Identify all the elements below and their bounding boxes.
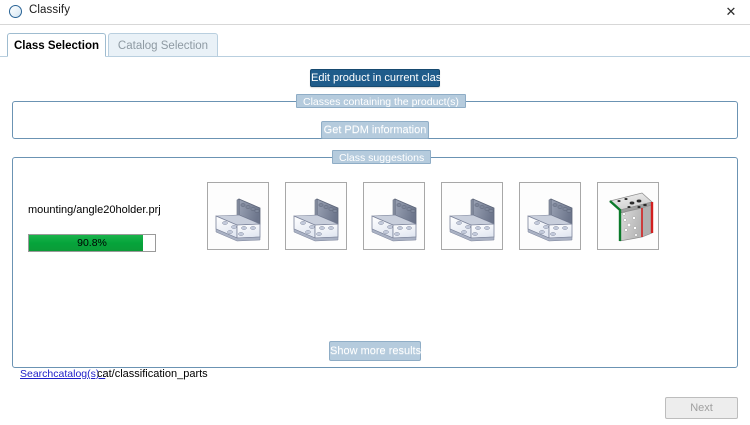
tab-strip-underline (0, 56, 750, 57)
next-button[interactable]: Next (665, 397, 738, 419)
dialog-content: Edit product in current class Classes co… (0, 57, 750, 425)
tab-strip: Class Selection Catalog Selection (0, 33, 750, 58)
close-icon[interactable]: ✕ (725, 4, 737, 19)
search-catalogs-link[interactable]: Searchcatalog(s) : (20, 368, 106, 380)
angle-bracket-thumb-1[interactable] (207, 182, 269, 250)
class-suggestions-legend: Class suggestions (332, 150, 432, 164)
confidence-progress-fill (29, 235, 144, 251)
angle-bracket-thumb-5[interactable] (519, 182, 581, 250)
tab-class-selection[interactable]: Class Selection (7, 33, 106, 57)
tab-catalog-selection[interactable]: Catalog Selection (108, 33, 218, 57)
show-more-results-button[interactable]: Show more results (329, 341, 421, 361)
angle-bracket-thumb-3[interactable] (363, 182, 425, 250)
confidence-progress-bar: 90.8% (28, 234, 156, 252)
get-pdm-information-button[interactable]: Get PDM information (321, 121, 429, 139)
title-bar: Classify ✕ (0, 0, 750, 25)
classify-ring-icon (9, 5, 22, 18)
confidence-progress-label: 90.8% (77, 237, 107, 249)
edit-product-in-current-class-button[interactable]: Edit product in current class (310, 69, 447, 87)
classes-containing-product-legend: Classes containing the product(s) (296, 94, 466, 108)
angle-bracket-thumb-4[interactable] (441, 182, 503, 250)
angle-bracket-thumb-2[interactable] (285, 182, 347, 250)
angle-bracket-thumb-6[interactable] (597, 182, 659, 250)
result-file-name: mounting/angle20holder.prj (28, 204, 161, 216)
catalog-path-value: cat/classification_parts (97, 368, 208, 380)
window-title: Classify (29, 4, 71, 16)
